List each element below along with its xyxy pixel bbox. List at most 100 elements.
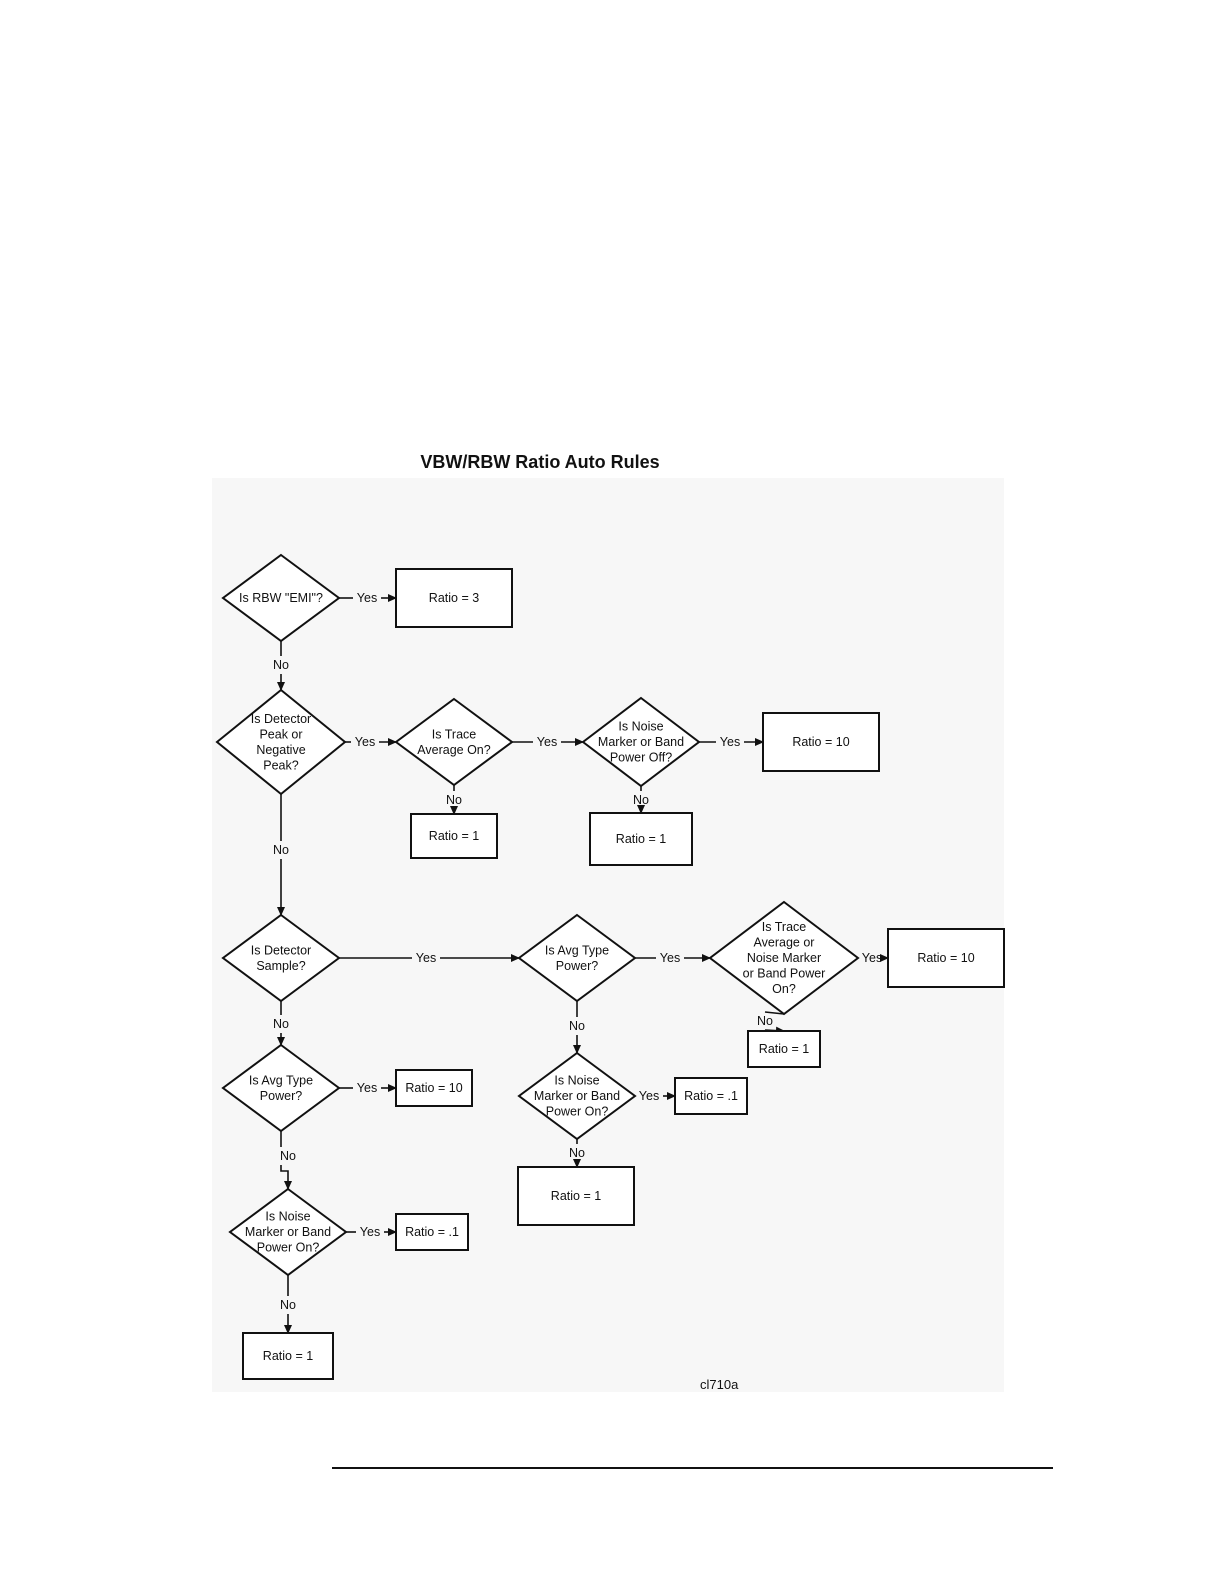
node-label: Is Detector (251, 712, 311, 726)
edge-label: Yes (639, 1089, 659, 1103)
node-label: Power On? (257, 1241, 320, 1255)
figure-id: cl710a (700, 1377, 739, 1392)
result-node-r_noise_on_1_yes: Ratio = .1 (395, 1213, 469, 1251)
edge-label: No (569, 1146, 585, 1160)
result-box (762, 712, 880, 772)
node-label: Negative (256, 743, 305, 757)
edge-label: No (280, 1149, 296, 1163)
result-box (674, 1077, 748, 1115)
result-box (747, 1030, 821, 1068)
edge-label: Yes (357, 1081, 377, 1095)
edge-arrow (280, 1165, 292, 1190)
edge-label: Yes (357, 591, 377, 605)
decision-diamond (517, 1051, 637, 1141)
node-label: Noise Marker (747, 951, 821, 965)
result-node-r_trace_or_noise_no: Ratio = 1 (747, 1030, 821, 1068)
edge-label: No (273, 843, 289, 857)
edge-label: No (273, 658, 289, 672)
edge-q_avg_power_1-to-q_noise_on_1 (280, 1131, 292, 1190)
result-node-r_noise_off_no: Ratio = 1 (589, 812, 693, 866)
result-box (410, 813, 498, 859)
node-label: Is Noise (618, 720, 663, 734)
node-label: Power On? (546, 1105, 609, 1119)
node-label: Is Avg Type (249, 1073, 313, 1087)
edge-label: No (569, 1019, 585, 1033)
node-label: Peak or (259, 727, 302, 741)
node-label: Marker or Band (534, 1089, 620, 1103)
edge-label: Yes (660, 951, 680, 965)
node-label: or Band Power (743, 967, 826, 981)
result-node-r_noise_on_1_no: Ratio = 1 (242, 1332, 334, 1380)
decision-diamond (394, 697, 514, 787)
node-label: Ratio = 10 (917, 951, 974, 965)
node-label: Is Noise (554, 1074, 599, 1088)
node-label: Ratio = 10 (792, 735, 849, 749)
node-label: Is Avg Type (545, 943, 609, 957)
result-node-r_avg_power_1_yes: Ratio = 10 (395, 1069, 473, 1107)
edge-label: No (446, 793, 462, 807)
node-label: Ratio = .1 (684, 1089, 738, 1103)
node-label: Ratio = 1 (429, 829, 479, 843)
node-label: Ratio = .1 (405, 1225, 459, 1239)
node-label: Ratio = 1 (616, 832, 666, 846)
node-label: Marker or Band (245, 1225, 331, 1239)
node-label: Ratio = 1 (551, 1189, 601, 1203)
edge-label: No (757, 1014, 773, 1028)
edge-segment (764, 1011, 785, 1015)
node-label: On? (772, 982, 796, 996)
diagram-panel (212, 478, 1004, 1392)
decision-diamond (228, 1187, 348, 1277)
edge-label: No (633, 793, 649, 807)
footer-rule (332, 1467, 1053, 1469)
node-label: Ratio = 1 (759, 1042, 809, 1056)
result-node-r_noise_on_2_yes: Ratio = .1 (674, 1077, 748, 1115)
edge-label: Yes (537, 735, 557, 749)
result-box (395, 1069, 473, 1107)
node-label: Ratio = 3 (429, 591, 479, 605)
node-label: Is Trace (432, 727, 477, 741)
node-label: Power Off? (610, 751, 672, 765)
result-node-r_trace_avg_no: Ratio = 1 (410, 813, 498, 859)
result-box (887, 928, 1005, 988)
node-label: Is Noise (265, 1210, 310, 1224)
node-label: Average On? (417, 743, 490, 757)
result-box (589, 812, 693, 866)
result-node-r_trace_or_noise_yes: Ratio = 10 (887, 928, 1005, 988)
node-label: Peak? (263, 758, 298, 772)
label-layer: YesNoYesNoYesNoYesNoYesNoYesNoYesNoYesNo… (273, 591, 882, 1312)
decision-diamond (221, 553, 341, 643)
edge-label: Yes (355, 735, 375, 749)
node-label: Is Detector (251, 943, 311, 957)
result-box (395, 568, 513, 628)
decision-diamond (221, 913, 341, 1003)
edge-label: No (280, 1298, 296, 1312)
edge-label: Yes (360, 1225, 380, 1239)
node-label: Average or (754, 936, 815, 950)
node-label: Power? (260, 1089, 302, 1103)
decision-diamond (215, 688, 347, 796)
decision-node-q_rbw_emi: Is RBW "EMI"? (221, 553, 341, 643)
node-label: Is RBW "EMI"? (239, 591, 323, 605)
node-label: Is Trace (762, 920, 807, 934)
node-label: Ratio = 1 (263, 1349, 313, 1363)
node-label: Power? (556, 959, 598, 973)
result-box (395, 1213, 469, 1251)
edge-label: No (273, 1017, 289, 1031)
result-node-r_noise_off_yes: Ratio = 10 (762, 712, 880, 772)
result-node-r_noise_on_2_no: Ratio = 1 (517, 1166, 635, 1226)
result-box (517, 1166, 635, 1226)
decision-diamond (581, 696, 701, 788)
node-label: Ratio = 10 (405, 1081, 462, 1095)
diagram-title: VBW/RBW Ratio Auto Rules (420, 452, 660, 472)
node-label: Sample? (256, 959, 305, 973)
edge-label: Yes (862, 951, 882, 965)
